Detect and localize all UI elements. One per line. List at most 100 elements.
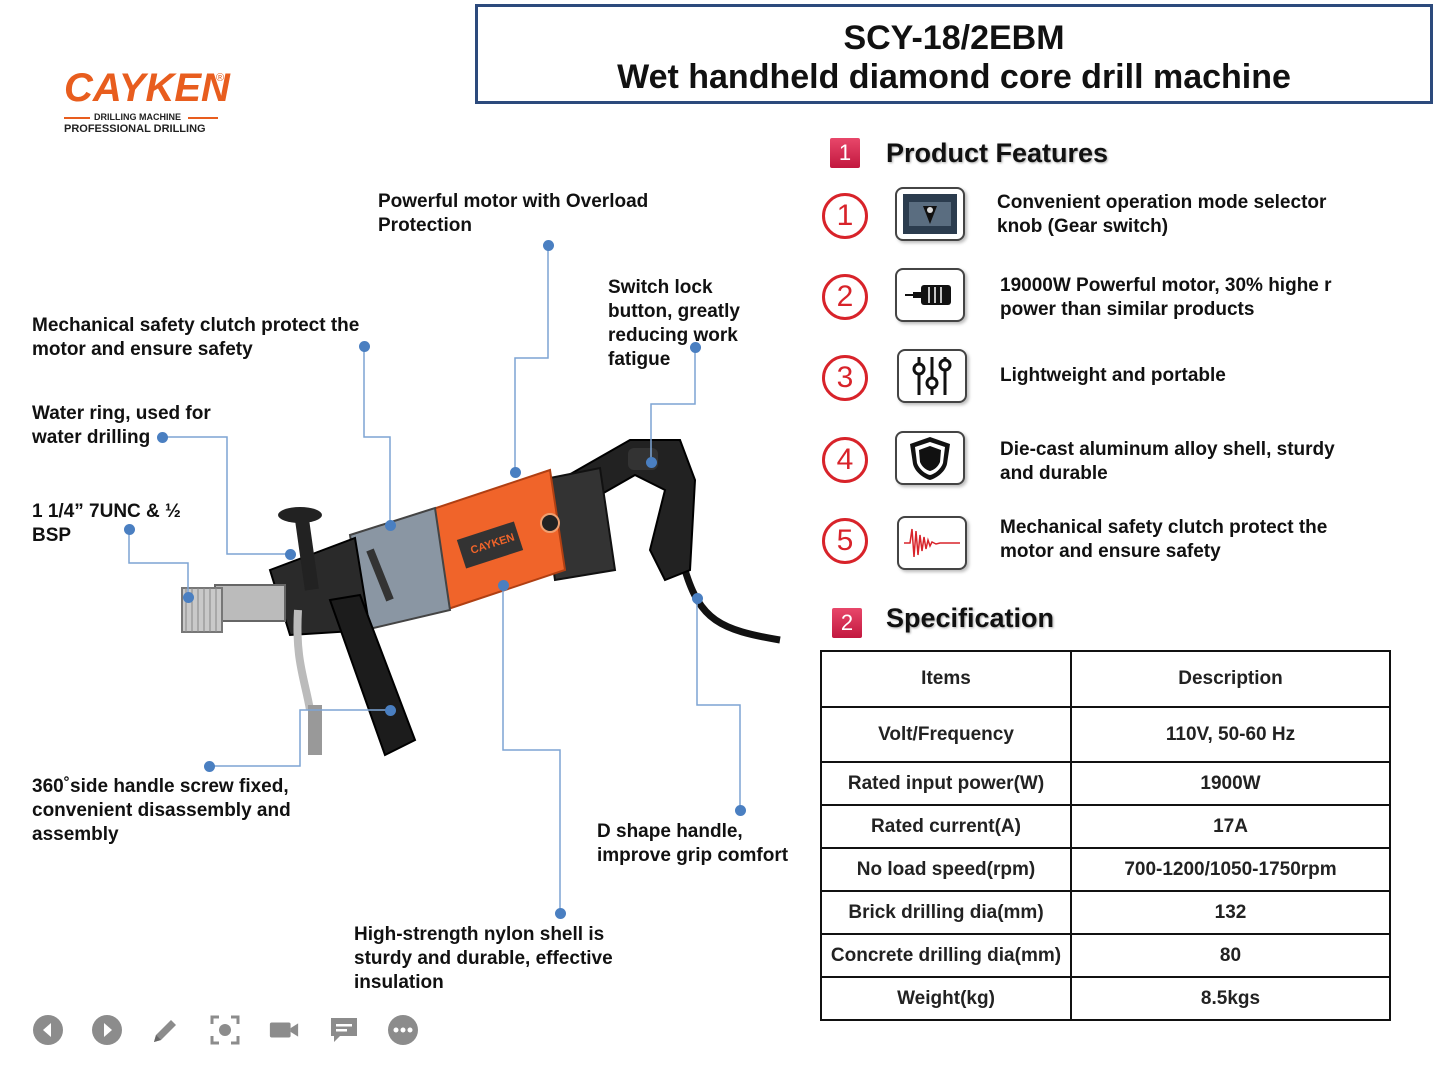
spec-item: Weight(kg) — [820, 976, 1072, 1021]
shield-icon — [895, 431, 965, 485]
water-hose — [293, 609, 314, 711]
callout-clutch: Mechanical safety clutch protect the mot… — [32, 315, 360, 360]
callout-dot-switch-lock — [690, 342, 701, 353]
table-row: Weight(kg) 8.5kgs — [820, 976, 1391, 1021]
table-row: Rated current(A) 17A — [820, 804, 1391, 849]
focus-button[interactable] — [209, 1014, 241, 1046]
waveform-icon — [897, 516, 967, 570]
spec-table: Items Description Volt/Frequency 110V, 5… — [820, 650, 1391, 1021]
callout-d-handle: D shape handle, improve grip comfort — [597, 821, 789, 866]
more-icon — [388, 1015, 418, 1045]
product-title: Wet handheld diamond core drill machine — [617, 58, 1291, 96]
more-button[interactable] — [387, 1014, 419, 1046]
model-title: SCY-18/2EBM — [843, 19, 1065, 57]
clutch-lever — [366, 548, 394, 602]
prev-slide-button[interactable] — [32, 1014, 64, 1046]
callout-dot-clutch — [359, 341, 370, 352]
gear-switch-photo-icon — [895, 187, 965, 241]
spec-value: 17A — [1070, 804, 1391, 849]
feature-number-4: 4 — [822, 437, 868, 483]
callout-nylon-shell: High-strength nylon shell is sturdy and … — [354, 924, 613, 993]
feature-number-3: 3 — [822, 355, 868, 401]
callout-lines — [128, 245, 741, 913]
feature-number-2: 2 — [822, 274, 868, 320]
logo-registered-mark: ® — [216, 72, 225, 84]
camera-button[interactable] — [268, 1014, 300, 1046]
callout-water-ring: Water ring, used for water drilling — [32, 403, 211, 448]
spec-item: Concrete drilling dia(mm) — [820, 933, 1072, 978]
side-handle — [328, 593, 417, 757]
comment-button[interactable] — [328, 1014, 360, 1046]
callout-side-handle: 360˚side handle screw fixed, convenient … — [32, 776, 291, 845]
callout-dot-motor — [543, 240, 554, 251]
spec-value: 80 — [1070, 933, 1391, 978]
spec-header-description: Description — [1070, 650, 1391, 708]
spec-value: 1900W — [1070, 761, 1391, 806]
pen-button[interactable] — [150, 1014, 182, 1046]
spec-item: Rated current(A) — [820, 804, 1072, 849]
callout-dot-water-ring — [157, 432, 168, 443]
spec-item: Brick drilling dia(mm) — [820, 890, 1072, 935]
callout-dot-thread-end — [183, 592, 194, 603]
features-section-title: Product Features — [886, 138, 1109, 168]
water-valve-stem — [295, 519, 319, 591]
spec-header-row: Items Description — [820, 650, 1391, 708]
callout-dot-thread — [124, 524, 135, 535]
cayken-logo: CAYKEN ® DRILLING MACHINE PROFESSIONAL D… — [64, 66, 234, 141]
sliders-icon — [897, 349, 967, 403]
comment-icon — [331, 1018, 357, 1042]
feature-text-3: Lightweight and portable — [1000, 365, 1226, 386]
callout-switch-lock: Switch lock button, greatly reducing wor… — [608, 277, 740, 370]
callout-motor: Powerful motor with Overload Protection — [378, 191, 649, 236]
spec-value: 132 — [1070, 890, 1391, 935]
table-row: Rated input power(W) 1900W — [820, 761, 1391, 806]
motor-icon — [895, 268, 965, 322]
feature-text-1: Convenient operation mode selector knob … — [997, 192, 1327, 237]
spec-value: 700-1200/1050-1750rpm — [1070, 847, 1391, 892]
callout-dot-d-handle-end — [692, 593, 703, 604]
focus-icon — [210, 1015, 240, 1045]
water-hose-fitting — [308, 705, 322, 755]
spindle-adapter — [214, 584, 286, 622]
feature-text-5: Mechanical safety clutch protect the mot… — [1000, 517, 1328, 562]
feature-number-1: 1 — [822, 193, 868, 239]
callout-dot-motor-end — [510, 467, 521, 478]
callout-dot-side-handle — [204, 761, 215, 772]
spec-item: Rated input power(W) — [820, 761, 1072, 806]
logo-rule-left — [64, 117, 90, 119]
water-valve-knob — [278, 507, 322, 523]
table-row: Concrete drilling dia(mm) 80 — [820, 933, 1391, 978]
table-row: Volt/Frequency 110V, 50-60 Hz — [820, 706, 1391, 763]
play-button[interactable] — [91, 1014, 123, 1046]
spec-header-items: Items — [820, 650, 1072, 708]
callout-dot-d-handle — [735, 805, 746, 816]
table-row: Brick drilling dia(mm) 132 — [820, 890, 1391, 935]
drill-label-plate — [456, 521, 524, 569]
callout-dot-water-ring-end — [285, 549, 296, 560]
play-icon — [92, 1015, 122, 1045]
table-row: No load speed(rpm) 700-1200/1050-1750rpm — [820, 847, 1391, 892]
gear-knob — [540, 513, 560, 533]
callout-dot-clutch-end — [385, 520, 396, 531]
callout-dot-nylon-shell — [555, 908, 566, 919]
drill-illustration: CAYKEN — [181, 439, 781, 757]
logo-subtitle-2: PROFESSIONAL DRILLING — [64, 123, 206, 135]
spec-section-badge: 2 — [832, 608, 862, 638]
callout-dot-side-handle-end — [385, 705, 396, 716]
spec-item: No load speed(rpm) — [820, 847, 1072, 892]
prev-icon — [33, 1015, 63, 1045]
callout-thread: 1 1/4” 7UNC & ½ BSP — [32, 501, 181, 546]
logo-subtitle-1: DRILLING MACHINE — [94, 112, 181, 122]
spec-item: Volt/Frequency — [820, 706, 1072, 763]
spec-section-title: Specification — [886, 603, 1055, 633]
callout-dot-nylon-shell-end — [498, 580, 509, 591]
feature-number-5: 5 — [822, 518, 868, 564]
feature-text-2: 19000W Powerful motor, 30% highe r power… — [1000, 275, 1332, 320]
spec-value: 110V, 50-60 Hz — [1070, 706, 1391, 763]
callout-dot-switch-lock-end — [646, 457, 657, 468]
logo-rule-right — [188, 117, 218, 119]
power-cord — [681, 568, 781, 644]
logo-brand: CAYKEN — [64, 66, 230, 110]
feature-text-4: Die-cast aluminum alloy shell, sturdy an… — [1000, 439, 1335, 484]
title-box: SCY-18/2EBM Wet handheld diamond core dr… — [475, 4, 1433, 104]
